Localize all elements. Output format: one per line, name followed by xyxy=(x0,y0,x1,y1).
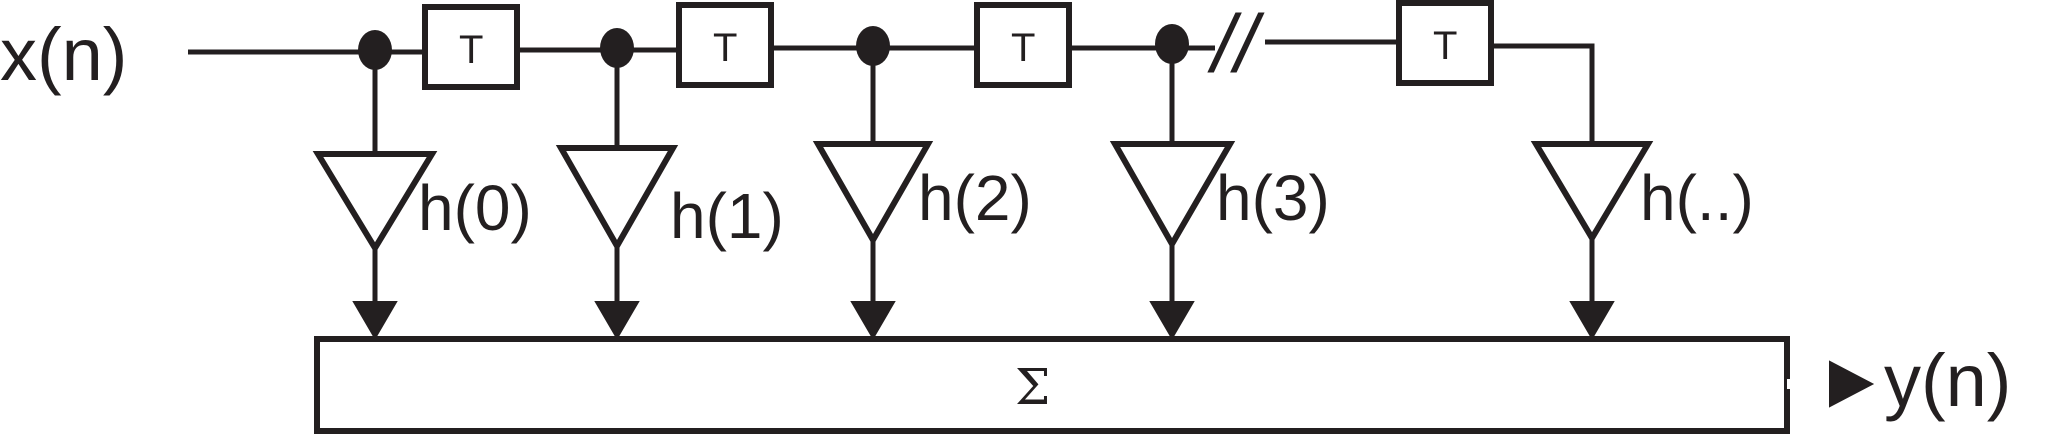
multiplier-2 xyxy=(812,141,934,247)
tap-node xyxy=(600,28,634,68)
delay-line-wires xyxy=(188,39,1595,148)
multiplier-1 xyxy=(555,145,679,253)
multiplier-0 xyxy=(312,151,438,254)
delay-box-label: T xyxy=(1433,24,1457,68)
delay-box-label: T xyxy=(1011,26,1035,70)
output-label: y(n) xyxy=(1884,339,2011,422)
tap-node xyxy=(856,26,890,66)
coefficient-label-3: h(3) xyxy=(1216,162,1330,234)
multiplier-4 xyxy=(1530,141,1654,244)
tap-wires xyxy=(372,54,1595,304)
tap-node xyxy=(358,30,392,70)
summation-block: Σ xyxy=(314,336,1790,434)
break-mark: // xyxy=(1207,0,1265,90)
sum-symbol: Σ xyxy=(1015,358,1050,416)
coefficient-label-0: h(0) xyxy=(418,172,532,244)
multiplier-3 xyxy=(1109,141,1236,251)
delay-box-label: T xyxy=(459,28,483,72)
delay-box-3: T xyxy=(974,2,1072,88)
tap-node xyxy=(1155,24,1189,64)
tap-arrows xyxy=(352,301,1615,340)
delay-box-1: T xyxy=(422,4,520,90)
tap-nodes xyxy=(358,24,1189,70)
coefficient-label-1: h(1) xyxy=(670,180,784,252)
coefficient-label-4: h(..) xyxy=(1640,162,1754,234)
output-arrow xyxy=(1787,360,1875,408)
delay-box-2: T xyxy=(676,2,774,88)
input-label: x(n) xyxy=(0,13,127,96)
coefficient-label-2: h(2) xyxy=(918,162,1032,234)
delay-box-4: T xyxy=(1396,0,1494,86)
delay-box-label: T xyxy=(713,26,737,70)
